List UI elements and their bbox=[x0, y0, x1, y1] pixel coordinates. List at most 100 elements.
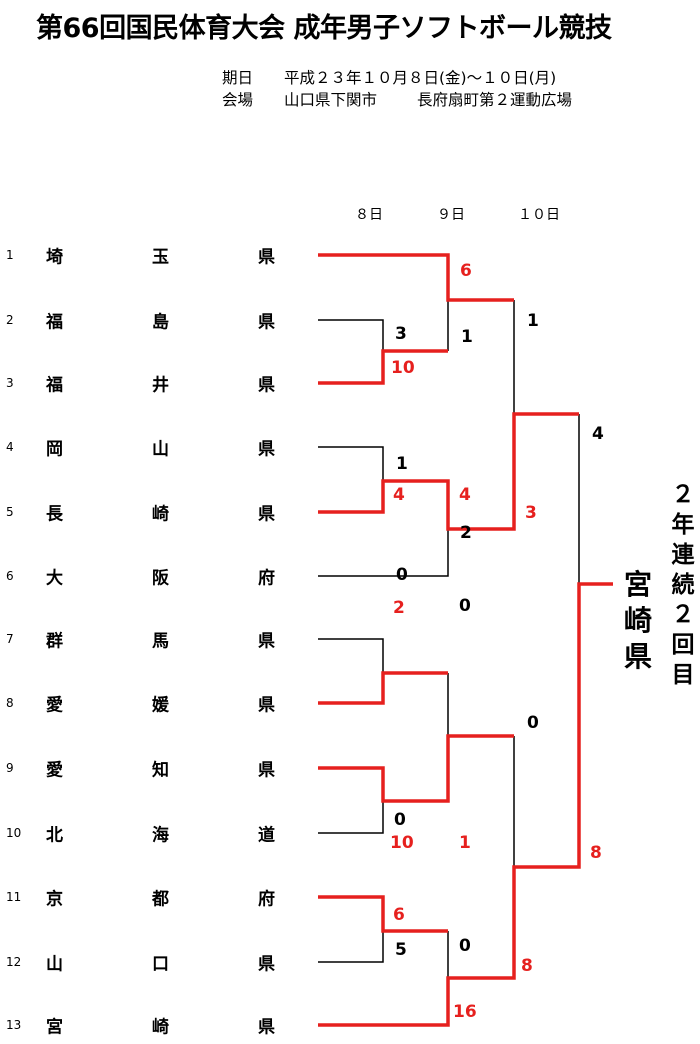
team-number: 5 bbox=[6, 505, 14, 519]
winner-bracket-line bbox=[318, 349, 448, 385]
team-name-char: 阪 bbox=[152, 568, 169, 589]
day-label-1: ８日 bbox=[355, 207, 383, 223]
team-name-char: 北 bbox=[46, 825, 63, 846]
team-number: 10 bbox=[6, 826, 22, 840]
day-label-2: ９日 bbox=[437, 207, 465, 223]
match-score: 1 bbox=[527, 311, 539, 331]
winner-bracket-line bbox=[318, 671, 448, 705]
note-char: 続 bbox=[671, 572, 695, 598]
note-char: 年 bbox=[671, 512, 695, 538]
team-name-char: 府 bbox=[258, 568, 275, 589]
team-number: 4 bbox=[6, 440, 14, 454]
team-name-char: 県 bbox=[258, 631, 275, 652]
match-score: 16 bbox=[453, 1002, 477, 1022]
champion-note: ２ 年 連 続 ２ 回 目 bbox=[668, 480, 698, 690]
bracket-line bbox=[318, 446, 384, 481]
team-number: 7 bbox=[6, 632, 14, 646]
match-score: 10 bbox=[390, 833, 414, 853]
winner-bracket-line bbox=[318, 582, 613, 1027]
bracket-line bbox=[318, 529, 449, 577]
match-score: 0 bbox=[396, 565, 408, 585]
team-name-char: 井 bbox=[152, 375, 169, 396]
team-name-char: 愛 bbox=[46, 695, 63, 716]
date-row: 期日平成２３年１０月８日(金)～１０日(月) bbox=[222, 66, 556, 88]
match-score: 0 bbox=[459, 936, 471, 956]
team-name-char: 福 bbox=[46, 312, 63, 333]
team-name-char: 埼 bbox=[46, 247, 63, 268]
team-name-char: 京 bbox=[46, 889, 63, 910]
team-name-char: 宮 bbox=[46, 1017, 63, 1038]
champion-char: 県 bbox=[623, 640, 652, 673]
team-number: 1 bbox=[6, 248, 14, 262]
team-name-char: 愛 bbox=[46, 760, 63, 781]
match-score: 3 bbox=[395, 324, 407, 344]
team-name-char: 大 bbox=[46, 568, 63, 589]
team-name-char: 県 bbox=[258, 312, 275, 333]
team-name-char: 県 bbox=[258, 695, 275, 716]
team-number: 9 bbox=[6, 761, 14, 775]
match-score: 4 bbox=[592, 424, 604, 444]
note-char: ２ bbox=[671, 602, 695, 628]
date-label: 期日 bbox=[222, 69, 254, 87]
champion-char: 宮 bbox=[623, 568, 652, 601]
team-name-char: 道 bbox=[258, 825, 275, 846]
bracket-line bbox=[318, 801, 384, 834]
winner-bracket-line bbox=[318, 253, 514, 302]
team-number: 11 bbox=[6, 890, 22, 904]
team-number: 8 bbox=[6, 696, 14, 710]
team-name-char: 府 bbox=[258, 889, 275, 910]
venue-place: 長府扇町第２運動広場 bbox=[417, 91, 573, 109]
match-score: 4 bbox=[393, 485, 405, 505]
match-score: 3 bbox=[525, 503, 537, 523]
team-name-char: 県 bbox=[258, 375, 275, 396]
match-score: 1 bbox=[461, 327, 473, 347]
team-name-char: 口 bbox=[152, 954, 169, 975]
match-score: 2 bbox=[393, 598, 405, 618]
page-title: 第66回国民体育大会 成年男子ソフトボール競技 bbox=[36, 13, 612, 44]
match-score: 0 bbox=[527, 713, 539, 733]
team-name-char: 長 bbox=[46, 504, 63, 525]
match-score: 5 bbox=[395, 940, 407, 960]
match-score: 6 bbox=[393, 905, 405, 925]
team-number: 13 bbox=[6, 1018, 22, 1032]
team-name-char: 玉 bbox=[152, 247, 169, 268]
note-char: 連 bbox=[671, 542, 695, 568]
match-score: 6 bbox=[460, 261, 472, 281]
match-score: 8 bbox=[590, 843, 602, 863]
team-number: 6 bbox=[6, 569, 14, 583]
note-char: ２ bbox=[671, 482, 695, 508]
team-name-char: 県 bbox=[258, 504, 275, 525]
team-name-char: 群 bbox=[46, 631, 63, 652]
bracket-line bbox=[318, 319, 384, 351]
match-score: 1 bbox=[459, 833, 471, 853]
team-name-char: 山 bbox=[152, 439, 169, 460]
team-name-char: 県 bbox=[258, 1017, 275, 1038]
team-name-char: 海 bbox=[152, 825, 169, 846]
team-name-char: 県 bbox=[258, 439, 275, 460]
venue-city: 山口県下関市 bbox=[284, 91, 378, 109]
match-score: 2 bbox=[460, 523, 472, 543]
match-score: 0 bbox=[459, 596, 471, 616]
match-score: 8 bbox=[521, 956, 533, 976]
team-name-char: 崎 bbox=[152, 1017, 169, 1038]
champion-name: 宮 崎 県 bbox=[620, 567, 656, 675]
team-name-char: 県 bbox=[258, 247, 275, 268]
bracket-line bbox=[318, 638, 384, 673]
team-name-char: 崎 bbox=[152, 504, 169, 525]
team-name-char: 福 bbox=[46, 375, 63, 396]
team-number: 12 bbox=[6, 955, 22, 969]
team-name-char: 県 bbox=[258, 954, 275, 975]
team-name-char: 県 bbox=[258, 760, 275, 781]
winner-bracket-line bbox=[318, 895, 448, 933]
team-number: 2 bbox=[6, 313, 14, 327]
venue-label: 会場 bbox=[222, 91, 254, 109]
team-name-char: 知 bbox=[152, 760, 169, 781]
match-score: 4 bbox=[459, 485, 471, 505]
bracket-line bbox=[318, 931, 384, 963]
team-number: 3 bbox=[6, 376, 14, 390]
team-name-char: 山 bbox=[46, 954, 63, 975]
match-score: 1 bbox=[396, 454, 408, 474]
team-name-char: 馬 bbox=[152, 631, 169, 652]
match-score: 10 bbox=[391, 358, 415, 378]
